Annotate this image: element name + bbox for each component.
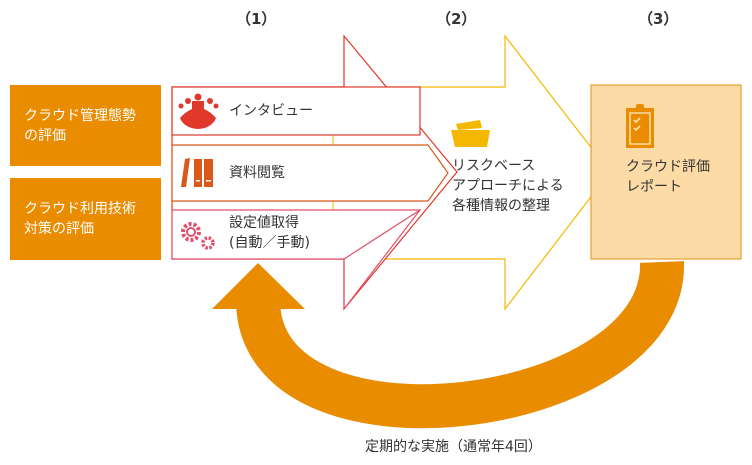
- people-icon: [178, 93, 219, 129]
- step-1-label: （1）: [236, 10, 277, 28]
- document-review-box: [171, 144, 449, 202]
- analysis-line3: 各種情報の整理: [452, 198, 550, 214]
- settings-label-line1: 設定値取得: [229, 215, 299, 231]
- report-line1: クラウド評価: [626, 159, 710, 175]
- management-evaluation-box: クラウド管理態勢 の評価: [10, 85, 161, 166]
- interview-label: インタビュー: [229, 103, 313, 119]
- books-icon: [181, 158, 213, 187]
- technical-evaluation-line2: 対策の評価: [24, 221, 94, 237]
- folder-icon: [451, 120, 490, 147]
- management-evaluation-line1: クラウド管理態勢: [24, 107, 136, 124]
- analysis-line2: アプローチによる: [452, 178, 564, 194]
- clipboard-icon: [626, 104, 654, 148]
- report-box: [590, 84, 742, 260]
- cycle-arrowhead: [212, 263, 305, 309]
- technical-evaluation-line1: クラウド利用技術: [24, 201, 136, 217]
- gears-icon: [181, 222, 215, 250]
- document-review-label: 資料閲覧: [229, 165, 285, 181]
- interview-box: [171, 86, 421, 136]
- technical-evaluation-box: クラウド利用技術 対策の評価: [10, 178, 161, 260]
- settings-label-line2: (自動／手動): [229, 235, 310, 251]
- cycle-arrow: [236, 261, 685, 429]
- step-2-label: （2）: [436, 10, 477, 28]
- cycle-label: 定期的な実施（通常年4回）: [365, 439, 542, 455]
- management-evaluation-line2: の評価: [24, 127, 66, 144]
- analysis-line1: リスクベース: [452, 158, 536, 174]
- report-line2: レポート: [626, 179, 682, 195]
- step-3-label: （3）: [638, 10, 679, 28]
